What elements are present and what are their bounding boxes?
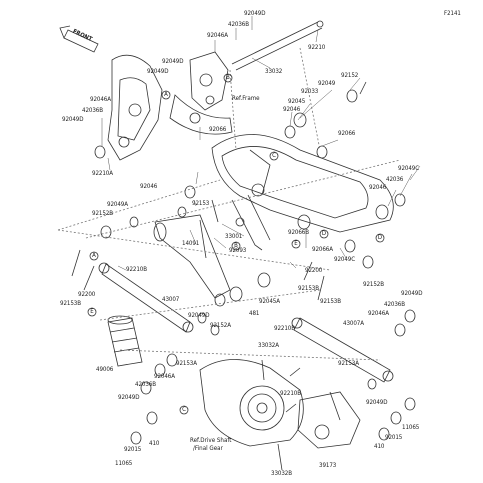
part-label: 42036B [384, 301, 405, 308]
part-label: 92015 [124, 446, 142, 453]
bracket-39173 [297, 391, 361, 449]
part-label: 92049D [118, 394, 140, 401]
part-label: 92153B [320, 298, 341, 305]
part-label: 92152B [363, 281, 384, 288]
part-label: 92066B [288, 229, 309, 236]
part-label: 92046A [368, 310, 389, 317]
boot-49006 [107, 315, 143, 367]
callout-c: C [272, 152, 276, 159]
callout-d: D [377, 234, 383, 241]
part-label: 92049 [318, 80, 336, 87]
callout-e2: E [90, 308, 94, 315]
part-label: 92153 [192, 200, 210, 207]
callout-b2: B [234, 242, 238, 249]
callout-circles [87, 73, 385, 415]
part-label: 92046 [283, 106, 301, 113]
part-label: 92049D [162, 58, 184, 65]
part-label: 92033 [301, 88, 319, 95]
part-label: 92210 [308, 44, 326, 51]
part-label: 92153B [298, 285, 319, 292]
part-label: 410 [149, 440, 160, 447]
part-label: 92210B [274, 325, 295, 332]
part-label: 92200 [305, 267, 323, 274]
callout-b: B [226, 74, 230, 81]
callout-e: E [294, 240, 298, 247]
part-label: 410 [374, 443, 385, 450]
part-label: 92153B [60, 300, 81, 307]
part-label: 42036B [228, 21, 249, 28]
part-label: 92049C [398, 165, 419, 172]
part-label: 92152 [341, 72, 359, 79]
bushings [94, 89, 416, 445]
part-label: 92066A [312, 246, 333, 253]
figure-code: F2141 [444, 10, 461, 17]
part-label: 33032A [258, 342, 279, 349]
part-label: 92093 [229, 247, 247, 254]
part-label: 92210B [126, 266, 147, 273]
ref-final-gear: /Final Gear [193, 445, 223, 452]
part-label: 92066 [209, 126, 227, 133]
part-label: 92210A [92, 170, 113, 177]
ref-frame: Ref.Frame [232, 95, 260, 102]
bolts [71, 81, 367, 471]
part-label: 43007 [162, 296, 180, 303]
part-label: 92046A [207, 32, 228, 39]
final-gear-case [199, 359, 304, 447]
part-label: 92045 [288, 98, 306, 105]
part-label: 92049D [62, 116, 84, 123]
part-label: 39173 [319, 462, 337, 469]
front-arrow-icon [59, 25, 99, 53]
swingarm [211, 134, 394, 251]
part-label: 92066 [338, 130, 356, 137]
frame-bracket [107, 51, 233, 161]
part-label: 92046 [140, 183, 158, 190]
alignment-lines [57, 47, 401, 361]
part-label: 49006 [96, 366, 114, 373]
callout-a: A [164, 91, 168, 98]
part-label: 14091 [182, 240, 200, 247]
part-label: 92046 [369, 184, 387, 191]
part-label: 43007A [343, 320, 364, 327]
part-label: 92200 [78, 291, 96, 298]
callout-c2: C [182, 406, 186, 413]
part-label: 92049D [366, 399, 388, 406]
part-label: 92152A [210, 322, 231, 329]
part-label: 11065 [115, 460, 133, 467]
ref-drive-shaft: Ref.Drive Shaft [190, 437, 232, 444]
part-label: 33032 [265, 68, 283, 75]
part-label: 92210B [280, 390, 301, 397]
part-label: 481 [249, 310, 260, 317]
part-label: 92153A [338, 360, 359, 367]
part-label: 92049D [147, 68, 169, 75]
part-label: 92046A [154, 373, 175, 380]
part-label: 42036B [135, 381, 156, 388]
part-label: 92049D [188, 312, 210, 319]
callout-a2: A [92, 252, 96, 259]
part-label: 92045A [259, 298, 280, 305]
part-label: 33001 [225, 233, 243, 240]
part-label: 92015 [385, 434, 403, 441]
rod-43007 [98, 262, 194, 333]
part-label: 92049A [107, 201, 128, 208]
rod-43007A [291, 317, 394, 383]
part-label: 42036 [386, 176, 404, 183]
part-label: 42036B [82, 107, 103, 114]
callout-d2: D [321, 230, 327, 237]
part-label: 92153A [176, 360, 197, 367]
shaft-33032 [231, 20, 324, 71]
part-label: 92049D [401, 290, 423, 297]
sleeve-92093 [153, 214, 231, 299]
part-label: 33032B [271, 470, 292, 477]
part-label: 92152B [92, 210, 113, 217]
part-label: 92049C [334, 256, 355, 263]
part-label: 11065 [402, 424, 420, 431]
part-label: 92046A [90, 96, 111, 103]
leader-lines [101, 16, 421, 271]
part-label: 92049D [244, 10, 266, 17]
